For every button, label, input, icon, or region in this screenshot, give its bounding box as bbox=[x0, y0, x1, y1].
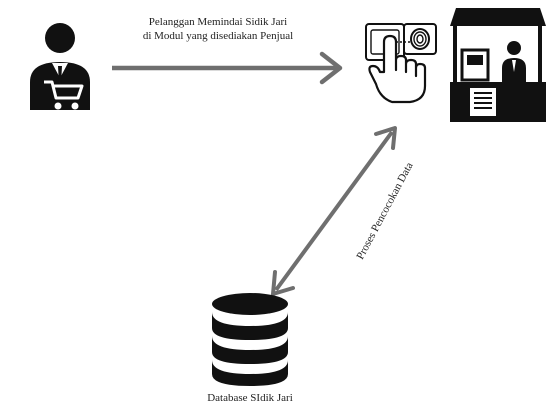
database-icon bbox=[212, 293, 288, 386]
fingerprint-scanner-hand-icon bbox=[365, 23, 437, 104]
scan-arrow bbox=[112, 51, 343, 85]
seller-shop-icon bbox=[450, 8, 546, 122]
customer-with-cart-icon bbox=[30, 23, 90, 110]
scan-step-line-2: di Modul yang disediakan Penjual bbox=[142, 30, 294, 42]
matching-arrow bbox=[271, 126, 397, 296]
database-label: Database SIdik Jari bbox=[207, 392, 293, 404]
scan-step-label: Pelanggan Memindai Sidik Jari di Modul y… bbox=[118, 15, 318, 43]
scan-step-line-1: Pelanggan Memindai Sidik Jari bbox=[148, 16, 288, 28]
